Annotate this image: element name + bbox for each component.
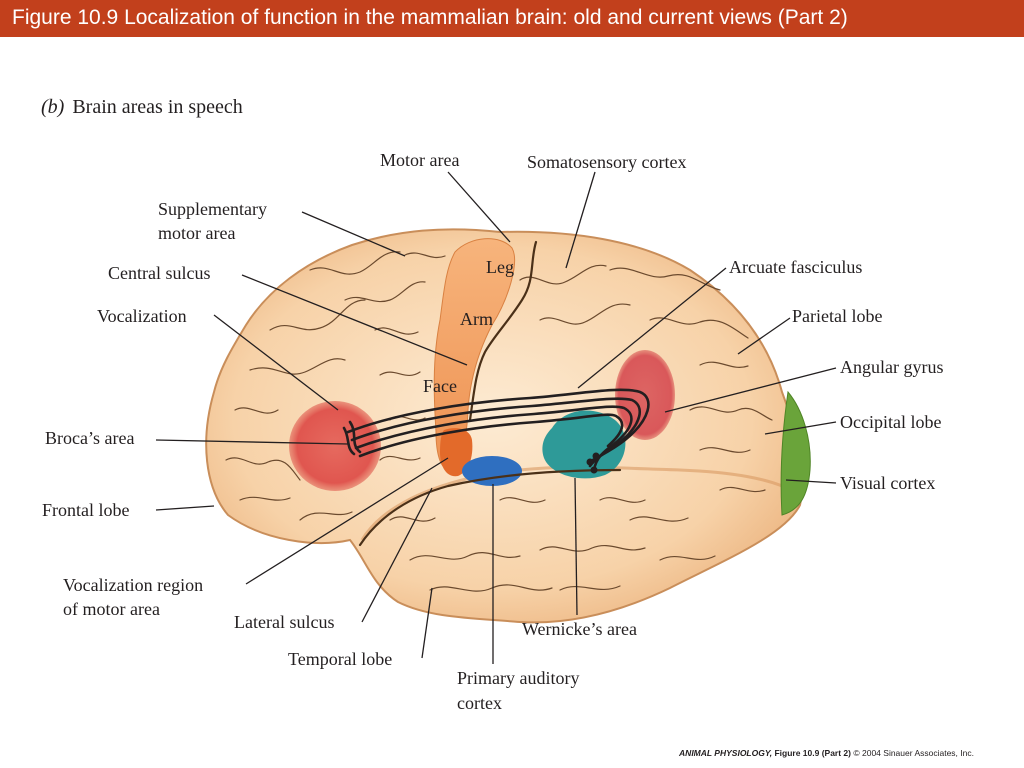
- leader-supplementary-motor: [301, 211, 406, 257]
- label-wernickes-area: Wernicke’s area: [522, 619, 637, 639]
- leader-lines: [155, 171, 837, 664]
- leader-motor-area: [447, 171, 511, 243]
- leader-lateral-sulcus: [361, 487, 433, 623]
- leader-angular-gyrus: [664, 367, 837, 413]
- vocalization-motor-region: [440, 428, 473, 477]
- label-vocalization-region-1: Vocalization region: [63, 575, 203, 595]
- primary-auditory-region: [462, 456, 522, 486]
- label-central-sulcus: Central sulcus: [108, 263, 210, 283]
- label-occipital-lobe: Occipital lobe: [840, 412, 941, 432]
- label-lateral-sulcus: Lateral sulcus: [234, 612, 334, 632]
- copyright-credit: ANIMAL PHYSIOLOGY, Figure 10.9 (Part 2) …: [679, 748, 974, 758]
- panel-title: (b) Brain areas in speech: [41, 96, 243, 119]
- leader-frontal-lobe: [155, 505, 215, 511]
- leader-vocalization-region: [245, 457, 449, 585]
- label-parietal-lobe: Parietal lobe: [792, 306, 882, 326]
- lateral-sulcus-line: [358, 468, 622, 547]
- label-leg: Leg: [486, 257, 514, 277]
- label-primary-auditory-2: cortex: [457, 693, 502, 713]
- label-vocalization-region-2: of motor area: [63, 599, 160, 619]
- central-sulcus-line: [468, 240, 538, 422]
- leader-somatosensory: [565, 171, 596, 269]
- leader-wernickes-area: [574, 477, 578, 616]
- leader-vocalization: [213, 314, 339, 411]
- label-brocas-area: Broca’s area: [45, 428, 134, 448]
- header-bar: Figure 10.9 Localization of function in …: [0, 0, 1024, 37]
- leader-visual-cortex: [785, 479, 837, 484]
- label-supplementary-motor-1: Supplementary: [158, 199, 267, 219]
- brocas-area-region: [289, 401, 381, 491]
- label-motor-area: Motor area: [380, 150, 459, 170]
- label-arcuate-fasciculus: Arcuate fasciculus: [729, 257, 862, 277]
- label-angular-gyrus: Angular gyrus: [840, 357, 943, 377]
- credit-copyright: © 2004 Sinauer Associates, Inc.: [853, 748, 974, 758]
- label-primary-auditory-1: Primary auditory: [457, 668, 579, 688]
- label-arm: Arm: [460, 309, 493, 329]
- leader-parietal-lobe: [737, 317, 791, 355]
- leader-arcuate-fasciculus: [577, 267, 727, 389]
- label-frontal-lobe: Frontal lobe: [42, 500, 130, 520]
- cortical-folds: [225, 251, 773, 592]
- visual-cortex-region: [780, 390, 811, 516]
- label-supplementary-motor-2: motor area: [158, 223, 235, 243]
- leader-occipital-lobe: [764, 421, 837, 435]
- panel-title-text: Brain areas in speech: [72, 96, 243, 118]
- label-temporal-lobe: Temporal lobe: [288, 649, 392, 669]
- leader-central-sulcus: [241, 274, 468, 366]
- label-visual-cortex: Visual cortex: [840, 473, 935, 493]
- leader-brocas-area: [155, 439, 349, 445]
- label-face: Face: [423, 376, 457, 396]
- credit-figure: Figure 10.9 (Part 2): [774, 748, 851, 758]
- wernickes-area-region: [542, 410, 626, 479]
- label-vocalization: Vocalization: [97, 306, 187, 326]
- figure-title: Figure 10.9 Localization of function in …: [12, 6, 848, 29]
- leader-temporal-lobe: [421, 587, 433, 659]
- arcuate-fasciculus-bundle: [342, 388, 650, 474]
- label-somatosensory-cortex: Somatosensory cortex: [527, 152, 686, 172]
- panel-letter: (b): [41, 96, 65, 118]
- credit-book: ANIMAL PHYSIOLOGY,: [679, 748, 773, 758]
